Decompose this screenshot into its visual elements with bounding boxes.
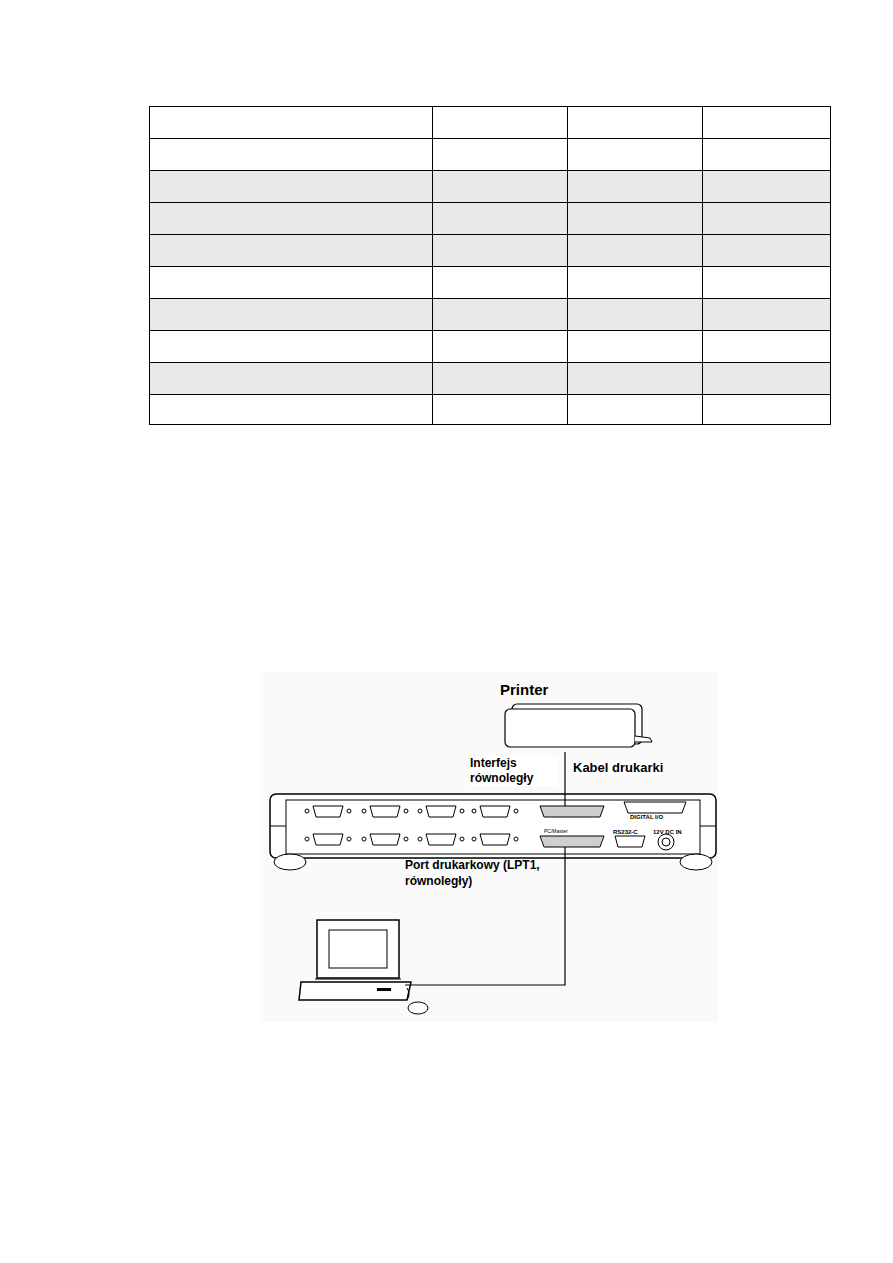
interface-label: Interfejs równoległy	[470, 756, 558, 786]
node-label: Printer	[500, 680, 548, 700]
cable-line	[564, 752, 565, 790]
port-label: PC/Master	[544, 828, 568, 835]
computer: Port drukarkowy (LPT1, równoległy)	[295, 858, 548, 1020]
port-label: 12V DC IN	[653, 829, 682, 837]
cable-label: Kabel drukarki	[573, 760, 663, 775]
port-label: RS232-C	[613, 829, 638, 837]
node-label: Port drukarkowy (LPT1, równoległy)	[405, 858, 545, 889]
cable-line	[548, 872, 565, 985]
printer: Printer	[490, 678, 665, 752]
port-label: DIGITAL I/O	[630, 814, 663, 822]
